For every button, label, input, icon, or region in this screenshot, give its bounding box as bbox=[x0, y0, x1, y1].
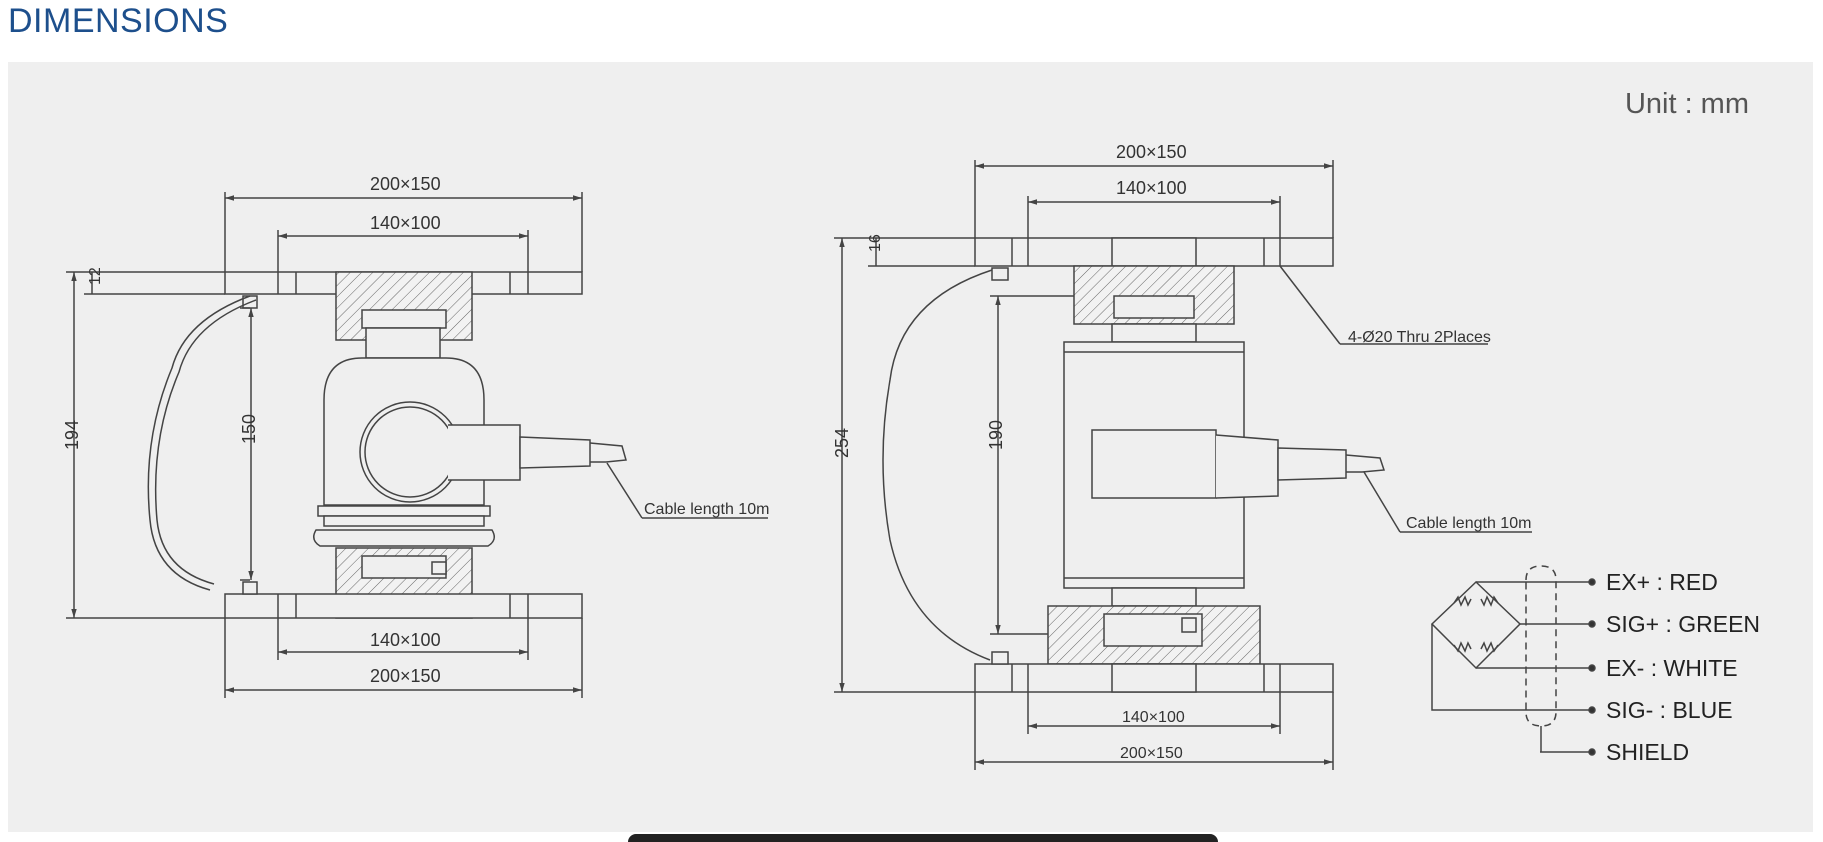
right-overall-height-dim: 254 bbox=[832, 428, 852, 458]
right-cable-note: Cable length 10m bbox=[1406, 515, 1531, 532]
right-hole-note: 4-Ø20 Thru 2Places bbox=[1348, 329, 1491, 346]
right-bottom-outer-dim: 200×150 bbox=[1120, 745, 1183, 762]
page-title: DIMENSIONS bbox=[8, 2, 229, 40]
left-cable-gland bbox=[359, 401, 461, 503]
right-top-inner-dim: 140×100 bbox=[1116, 178, 1187, 198]
right-view bbox=[834, 160, 1532, 770]
wiring-diagram bbox=[1430, 565, 1596, 756]
wire-label-sig-minus: SIG- : BLUE bbox=[1606, 697, 1733, 723]
left-top-outer-dim: 200×150 bbox=[370, 174, 441, 194]
dimensions-panel: Unit : mm bbox=[8, 62, 1813, 832]
right-top-outer-dim: 200×150 bbox=[1116, 142, 1187, 162]
shield-sheath bbox=[1525, 565, 1557, 727]
left-plate-thickness-dim: 12 bbox=[87, 267, 104, 285]
right-tether-strap bbox=[882, 269, 993, 661]
bottom-overlay-bar bbox=[628, 834, 1218, 842]
left-view bbox=[66, 192, 768, 698]
wire-label-ex-minus: EX- : WHITE bbox=[1606, 655, 1738, 681]
wire-label-ex-plus: EX+ : RED bbox=[1606, 569, 1718, 595]
left-tether-strap bbox=[147, 295, 251, 591]
right-connector-plate bbox=[1091, 429, 1217, 499]
left-cable-note: Cable length 10m bbox=[644, 501, 769, 518]
wheatstone-bridge bbox=[1430, 580, 1522, 670]
right-plate-thickness-dim: 16 bbox=[867, 234, 884, 252]
left-bottom-outer-dim: 200×150 bbox=[370, 666, 441, 686]
left-top-inner-dim: 140×100 bbox=[370, 213, 441, 233]
right-inner-height-dim: 190 bbox=[986, 420, 1006, 450]
right-bottom-inner-dim: 140×100 bbox=[1122, 709, 1185, 726]
left-bottom-inner-dim: 140×100 bbox=[370, 630, 441, 650]
left-overall-height-dim: 194 bbox=[62, 420, 82, 450]
wire-label-shield: SHIELD bbox=[1606, 739, 1689, 765]
left-inner-height-dim: 150 bbox=[239, 414, 259, 444]
unit-label: Unit : mm bbox=[1624, 88, 1749, 120]
left-bottom-plate bbox=[224, 593, 583, 619]
wire-label-sig-plus: SIG+ : GREEN bbox=[1606, 611, 1760, 637]
